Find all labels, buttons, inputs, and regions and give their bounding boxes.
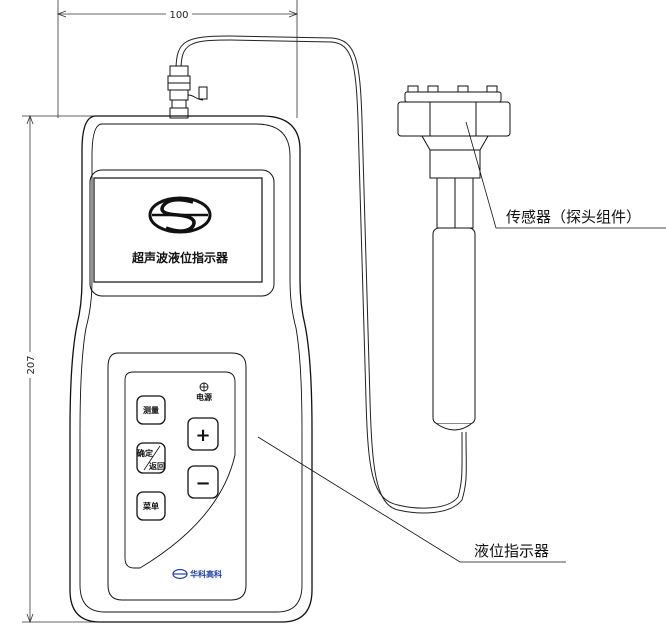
keypad-panel <box>107 352 247 601</box>
screen-title: 超声波液位指示器 <box>131 250 229 265</box>
confirm-back-button[interactable]: 确定 返回 <box>136 442 166 474</box>
power-icon <box>199 382 209 392</box>
plus-button[interactable]: + <box>187 417 219 451</box>
height-dimension <box>22 114 170 624</box>
measure-button-label: 测量 <box>143 405 159 415</box>
sensor-leader-line <box>465 121 666 229</box>
width-dimension-label-bg <box>166 7 192 20</box>
back-button-label: 返回 <box>149 461 165 471</box>
display-screen <box>93 177 263 283</box>
measure-button[interactable]: 测量 <box>136 395 166 425</box>
confirm-button-label: 确定 <box>137 448 153 458</box>
brand-name: 华科高科 <box>190 569 222 579</box>
width-dimension-label: 100 <box>169 10 188 21</box>
indicator-device-body <box>69 115 313 623</box>
cable-connector <box>167 65 208 119</box>
indicator-leader-line <box>257 436 566 563</box>
sensor-callout: 传感器（探头组件） <box>506 208 641 226</box>
plus-button-label: + <box>195 425 210 446</box>
height-dimension-label-bg <box>23 352 37 378</box>
sensor-probe <box>397 85 511 431</box>
menu-button-label: 菜单 <box>142 501 159 511</box>
power-label: 电源 <box>196 392 212 402</box>
sensor-cable <box>175 35 467 514</box>
brand-logo-icon <box>172 568 188 580</box>
menu-button[interactable]: 菜单 <box>136 491 166 521</box>
indicator-callout: 液位指示器 <box>474 542 549 560</box>
ultrasonic-logo-icon <box>148 196 212 234</box>
minus-button[interactable]: − <box>187 465 219 499</box>
display-bezel <box>89 169 275 297</box>
minus-button-label: − <box>195 473 210 494</box>
height-dimension-label: 207 <box>26 355 37 374</box>
